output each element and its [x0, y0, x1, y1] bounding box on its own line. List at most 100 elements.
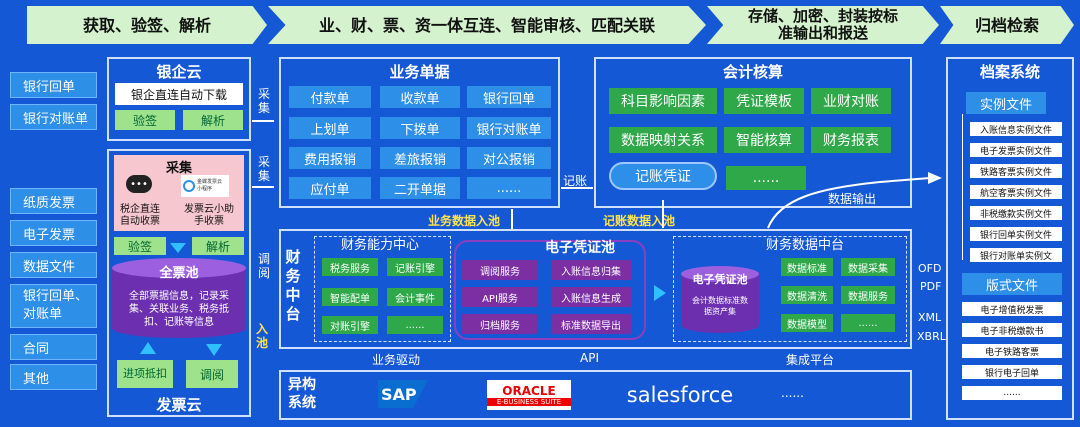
business-docs-title: 业务单据: [389, 63, 450, 81]
label-biz-driven: 业务驱动: [372, 353, 421, 367]
invoice-cloud-logo-icon: [183, 180, 195, 192]
doc-custom: 二开单据: [380, 177, 460, 199]
invoice-read: 调阅: [186, 360, 238, 388]
acc-subject-factors: 科目影响因素: [609, 88, 717, 114]
capability-center-box: [314, 236, 451, 342]
doc-transfer-up: 上划单: [289, 117, 371, 139]
hetero-title: 异构系统: [288, 377, 316, 411]
arrow-up-icon: [511, 209, 513, 229]
cap-more: ......: [387, 316, 443, 334]
cap-reconcile-engine: 对账引擎: [322, 316, 378, 334]
finance-center-panel: [279, 229, 912, 349]
doc-payable: 应付单: [289, 177, 371, 199]
cap-tax-service: 税务服务: [322, 258, 378, 276]
instance-file-title: 实例文件: [966, 92, 1046, 114]
data-output-arrow: [767, 172, 942, 229]
arrow-down-icon: [206, 344, 222, 356]
archive-panel: [946, 57, 1074, 420]
ev-standard-export: 标准数据导出: [551, 314, 631, 334]
label-xbrl: XBRL: [917, 330, 946, 343]
instance-item: 航空客票实例文件: [970, 185, 1062, 199]
instance-item: 电子发票实例文件: [970, 143, 1062, 157]
pool-desc: 全部票据信息，记录采集、关联业务、税务抵扣、记账等信息: [129, 291, 229, 328]
layout-item: 电子铁路客票: [962, 344, 1062, 358]
dc-model: 数据模型: [781, 314, 833, 332]
acc-reconcile: 业财对账: [811, 88, 891, 114]
acc-smart-accounting: 智能核算: [724, 127, 804, 153]
invoice-parse: 解析: [192, 237, 244, 255]
ev-archive-service: 归档服务: [462, 314, 538, 334]
source-contract: 合同: [10, 334, 97, 360]
oracle-logo-top: ORACLE: [502, 384, 556, 398]
instance-item: 铁路客票实例文件: [970, 164, 1062, 178]
full-invoice-pool-cylinder: [112, 258, 246, 338]
arrow-right-icon: [654, 285, 666, 301]
label-biz-to-pool: 业务数据入池: [428, 214, 501, 228]
label-voucher-to-pool: 记账数据入池: [603, 214, 676, 228]
dc-standard: 数据标准: [781, 258, 833, 276]
instance-item: 非税缴款实例文件: [970, 206, 1062, 220]
doc-bank-receipt: 银行回单: [467, 86, 551, 108]
dc-collect: 数据采集: [841, 258, 895, 276]
doc-corporate: 对公报销: [467, 147, 551, 169]
instance-item: 入账信息实例文件: [970, 122, 1062, 136]
ev-entry-collect: 入账信息归集: [551, 260, 631, 280]
bank-cloud-panel: [107, 57, 251, 141]
hetero-more: ......: [781, 386, 804, 400]
label-into-pool: 入池: [256, 322, 269, 350]
doc-payment: 付款单: [289, 86, 371, 108]
doc-more: ......: [467, 177, 551, 199]
label-read: 调阅: [258, 252, 271, 280]
dc-clean: 数据清洗: [781, 286, 833, 304]
mini-program-icon: 金蝶发票云 小程序: [181, 175, 229, 197]
cylinder-desc: 会计数据标准数据资产集: [692, 296, 748, 316]
dc-service: 数据服务: [841, 286, 895, 304]
doc-transfer-down: 下拨单: [380, 117, 460, 139]
tax-direct-label: 税企直连自动收票: [120, 204, 160, 227]
cap-bookkeep-engine: 记账引擎: [387, 258, 443, 276]
instance-tree-line: [962, 114, 963, 260]
acc-voucher-template: 凭证模板: [724, 88, 804, 114]
source-other: 其他: [10, 364, 97, 390]
layout-item: ......: [962, 386, 1062, 400]
acc-more: ......: [726, 166, 806, 190]
source-bank-statement: 银行对账单: [10, 104, 97, 130]
bank-direct-download: 银企直连自动下载: [115, 83, 243, 105]
finance-center-title: 财务中台: [285, 248, 301, 323]
accounting-panel: [594, 57, 912, 208]
layout-item: 银行电子回单: [962, 365, 1062, 379]
stage-archive: 归档检索: [940, 6, 1074, 44]
accounting-title: 会计核算: [722, 63, 783, 81]
layout-item: 电子非税缴款书: [962, 323, 1062, 337]
dc-more: ......: [841, 314, 895, 332]
evoucher-pool-cylinder: [681, 266, 759, 333]
source-paper-invoice: 纸质发票: [10, 188, 97, 214]
arrow-right-icon: [252, 186, 274, 188]
label-collect-2: 采集: [258, 155, 271, 183]
label-data-output: 数据输出: [828, 192, 877, 206]
doc-receipt: 收款单: [380, 86, 460, 108]
bank-parse: 解析: [183, 110, 243, 130]
capability-center-title: 财务能力中心: [341, 238, 420, 253]
acc-voucher: 记账凭证: [609, 162, 717, 190]
label-bookkeep: 记账: [563, 174, 588, 188]
invoice-cloud-panel: [107, 149, 251, 417]
stage-store-line2: 准输出和报送: [777, 24, 868, 42]
archive-title: 档案系统: [979, 63, 1040, 81]
oracle-logo-bottom: E-BUSINESS SUITE: [487, 398, 571, 406]
cap-smart-match: 智能配单: [322, 288, 378, 306]
label-xml: XML: [918, 311, 942, 324]
data-center-title: 财务数据中台: [766, 238, 845, 253]
arrow-down-icon: [662, 200, 664, 228]
stage-integrate: 业、财、票、资一体互连、智能审核、匹配关联: [268, 6, 706, 44]
label-api: API: [580, 351, 599, 365]
acc-financial-report: 财务报表: [811, 127, 891, 153]
layout-file-title: 版式文件: [962, 273, 1062, 295]
stage-store: 存储、加密、封装按标 准输出和报送: [707, 6, 939, 44]
label-collect-1: 采集: [258, 87, 271, 115]
evoucher-pool-title: 电子凭证池: [545, 240, 615, 256]
bank-verify: 验签: [115, 110, 175, 130]
ev-entry-generate: 入账信息生成: [551, 287, 631, 307]
evoucher-pool-box: [454, 240, 646, 340]
acc-mapping: 数据映射关系: [609, 127, 717, 153]
